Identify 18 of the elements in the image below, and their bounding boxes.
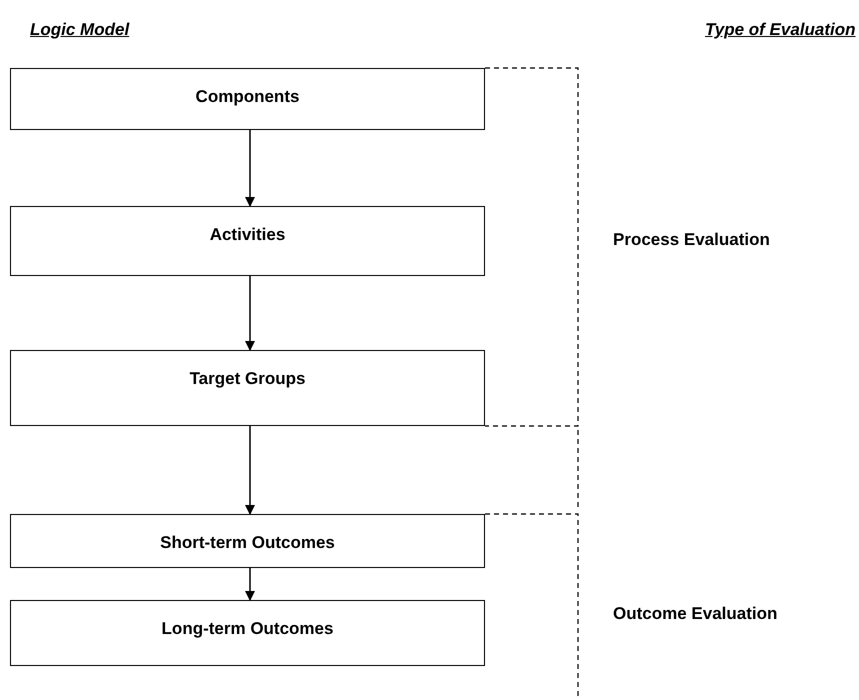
evaluation-label: Process Evaluation [613, 230, 770, 250]
box-label: Target Groups [190, 369, 306, 390]
process-box [10, 600, 485, 666]
process-box [10, 350, 485, 426]
box-label: Activities [210, 225, 286, 246]
box-label: Components [196, 87, 300, 108]
process-box [10, 68, 485, 130]
box-label: Long-term Outcomes [162, 619, 334, 640]
process-box [10, 206, 485, 276]
heading: Logic Model [30, 20, 130, 40]
arrow [245, 426, 255, 515]
evaluation-label: Outcome Evaluation [613, 604, 778, 624]
arrow [245, 568, 255, 601]
arrow [245, 130, 255, 207]
heading: Type of Evaluation [705, 20, 856, 40]
arrow [245, 276, 255, 351]
process-box [10, 514, 485, 568]
box-label: Short-term Outcomes [160, 533, 335, 554]
